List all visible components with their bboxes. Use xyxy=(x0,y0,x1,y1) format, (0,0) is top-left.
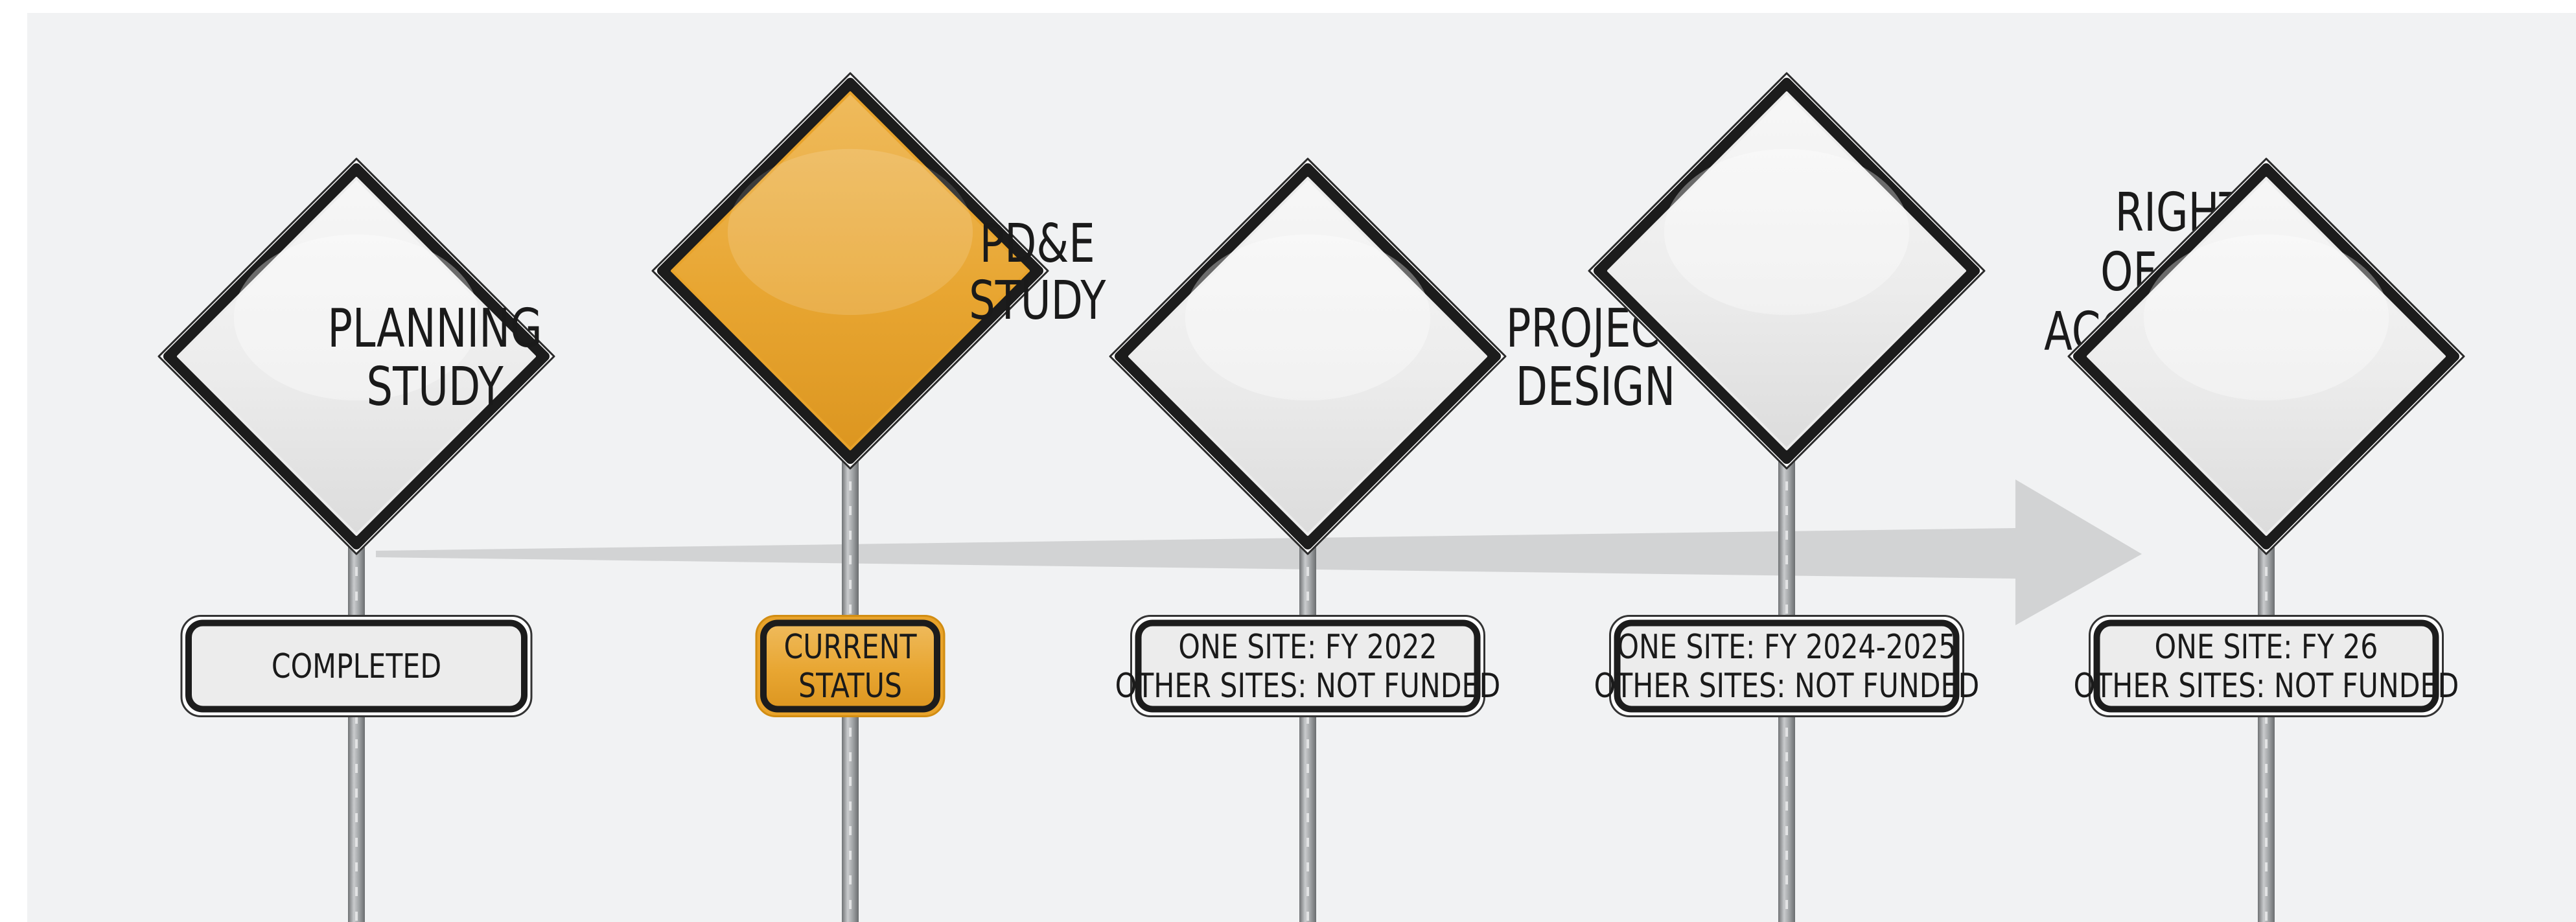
status-text-line: COMPLETED xyxy=(272,647,441,686)
status-plate-planning: COMPLETED xyxy=(180,615,533,717)
sign-title-line: STUDY xyxy=(367,356,504,418)
sign-title-line: PD&E xyxy=(980,213,1095,275)
sign-title-line: PLANNING xyxy=(327,298,542,360)
status-text-line: ONE SITE: FY 2024-2025 xyxy=(1617,628,1956,667)
diamond-sign-construction: CONSTRUCTION xyxy=(2067,157,2465,555)
status-text-line: OTHER SITES: NOT FUNDED xyxy=(1594,667,1980,706)
status-text-line: ONE SITE: FY 26 xyxy=(2155,628,2378,667)
status-text-line: OTHER SITES: NOT FUNDED xyxy=(2074,667,2459,706)
status-text-line: OTHER SITES: NOT FUNDED xyxy=(1115,667,1501,706)
status-text-line: CURRENT xyxy=(783,628,917,667)
progress-arrow xyxy=(376,479,2142,625)
status-text-line: ONE SITE: FY 2022 xyxy=(1178,628,1437,667)
status-text-line: STATUS xyxy=(798,667,902,706)
sign-title-line: STUDY xyxy=(969,270,1106,332)
sign-title-line: DESIGN xyxy=(1516,356,1675,418)
